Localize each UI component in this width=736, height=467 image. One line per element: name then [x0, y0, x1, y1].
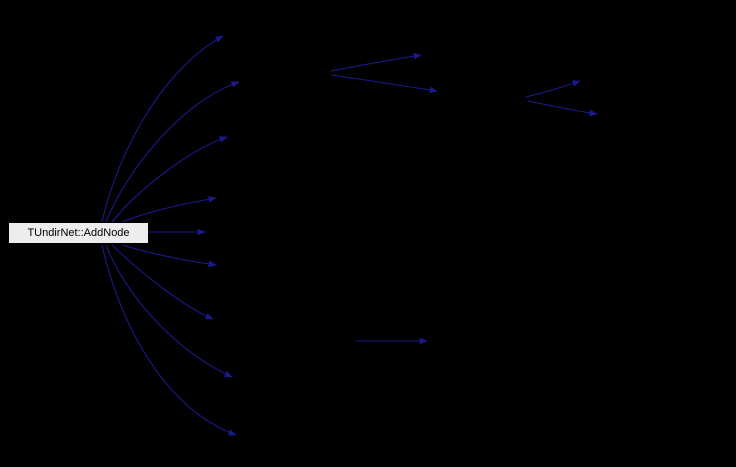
- secondary-edge-1: [330, 52, 422, 72]
- fan-edge-1: [101, 35, 224, 223]
- fan-edge-8: [105, 244, 233, 378]
- fan-edge-7: [111, 244, 214, 320]
- secondary-edge-2: [330, 74, 438, 94]
- fan-edge-6: [121, 244, 217, 268]
- secondary-edge-3: [525, 80, 581, 98]
- fan-edge-2: [105, 81, 240, 223]
- secondary-edge-4: [527, 100, 598, 117]
- edge-layer: [101, 35, 598, 436]
- fan-edge-4: [121, 196, 217, 223]
- root-node-label: TUndirNet::AddNode: [27, 227, 130, 239]
- fan-edge-3: [111, 136, 228, 223]
- fan-edge-9: [101, 244, 237, 436]
- root-node[interactable]: TUndirNet::AddNode: [8, 222, 149, 244]
